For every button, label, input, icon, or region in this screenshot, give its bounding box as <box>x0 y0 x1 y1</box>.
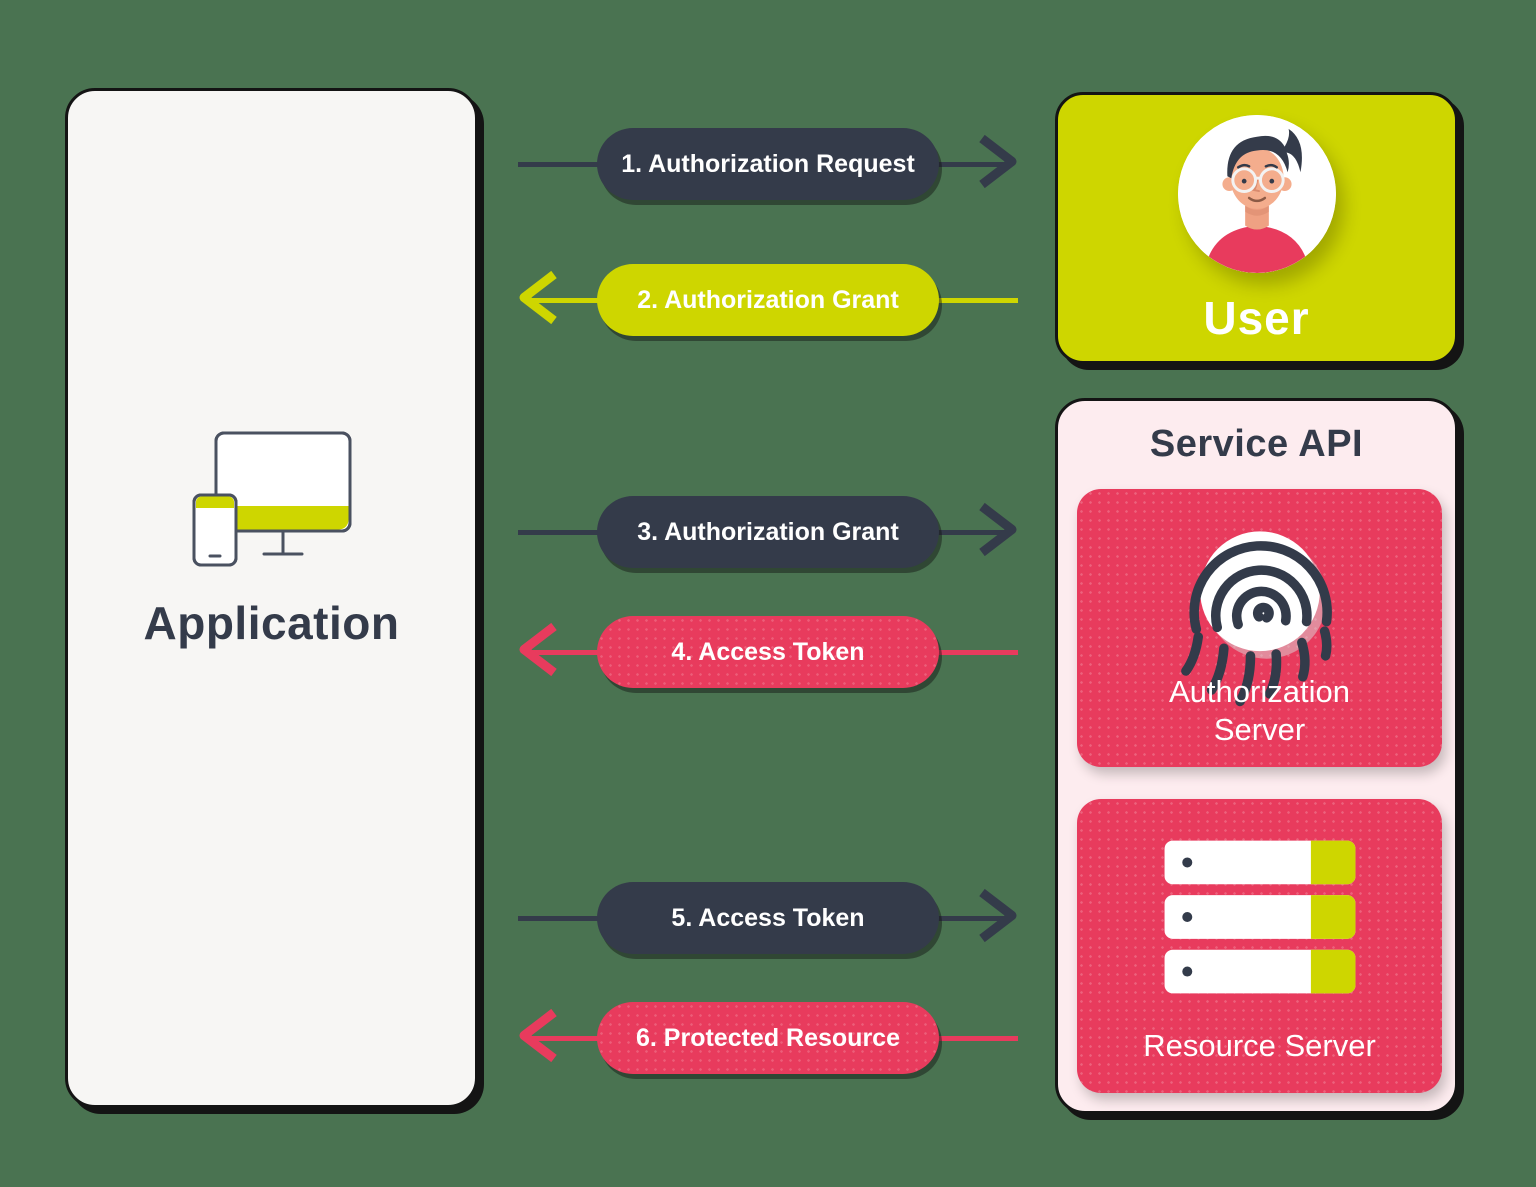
flow-step-1: 1. Authorization Request <box>518 127 1018 201</box>
flow-pill: 1. Authorization Request <box>597 128 939 200</box>
flow-pill: 5. Access Token <box>597 882 939 954</box>
server-rack-icon <box>1160 837 1360 1002</box>
resource-server-card: Resource Server <box>1077 799 1442 1093</box>
application-content: Application <box>144 427 400 650</box>
arrow-left-icon <box>514 262 566 339</box>
authorization-server-label: Authorization Server <box>1169 674 1350 748</box>
user-label: User <box>1203 292 1310 344</box>
fingerprint-icon <box>1165 503 1355 713</box>
flow-step-2: 2. Authorization Grant <box>518 263 1018 337</box>
user-avatar-icon <box>1177 115 1336 273</box>
arrow-right-icon <box>970 880 1022 957</box>
flow-step-4: 4. Access Token <box>518 615 1018 689</box>
resource-server-label: Resource Server <box>1143 1028 1376 1064</box>
flow-pill: 3. Authorization Grant <box>597 496 939 568</box>
authorization-server-card: Authorization Server <box>1077 489 1442 767</box>
arrow-right-icon <box>970 494 1022 571</box>
application-panel: Application <box>65 88 478 1108</box>
service-api-panel: Service API <box>1055 398 1458 1114</box>
flow-step-6: 6. Protected Resource <box>518 1001 1018 1075</box>
arrow-left-icon <box>514 1000 566 1077</box>
user-panel: User <box>1055 92 1458 364</box>
devices-icon <box>186 427 356 582</box>
flow-step-5: 5. Access Token <box>518 881 1018 955</box>
service-api-title: Service API <box>1149 423 1364 465</box>
flow-step-3: 3. Authorization Grant <box>518 495 1018 569</box>
flow-pill: 2. Authorization Grant <box>597 264 939 336</box>
arrow-left-icon <box>514 614 566 691</box>
flow-pill: 6. Protected Resource <box>597 1002 939 1074</box>
arrow-right-icon <box>970 126 1022 203</box>
flow-pill: 4. Access Token <box>597 616 939 688</box>
application-label: Application <box>143 596 400 649</box>
